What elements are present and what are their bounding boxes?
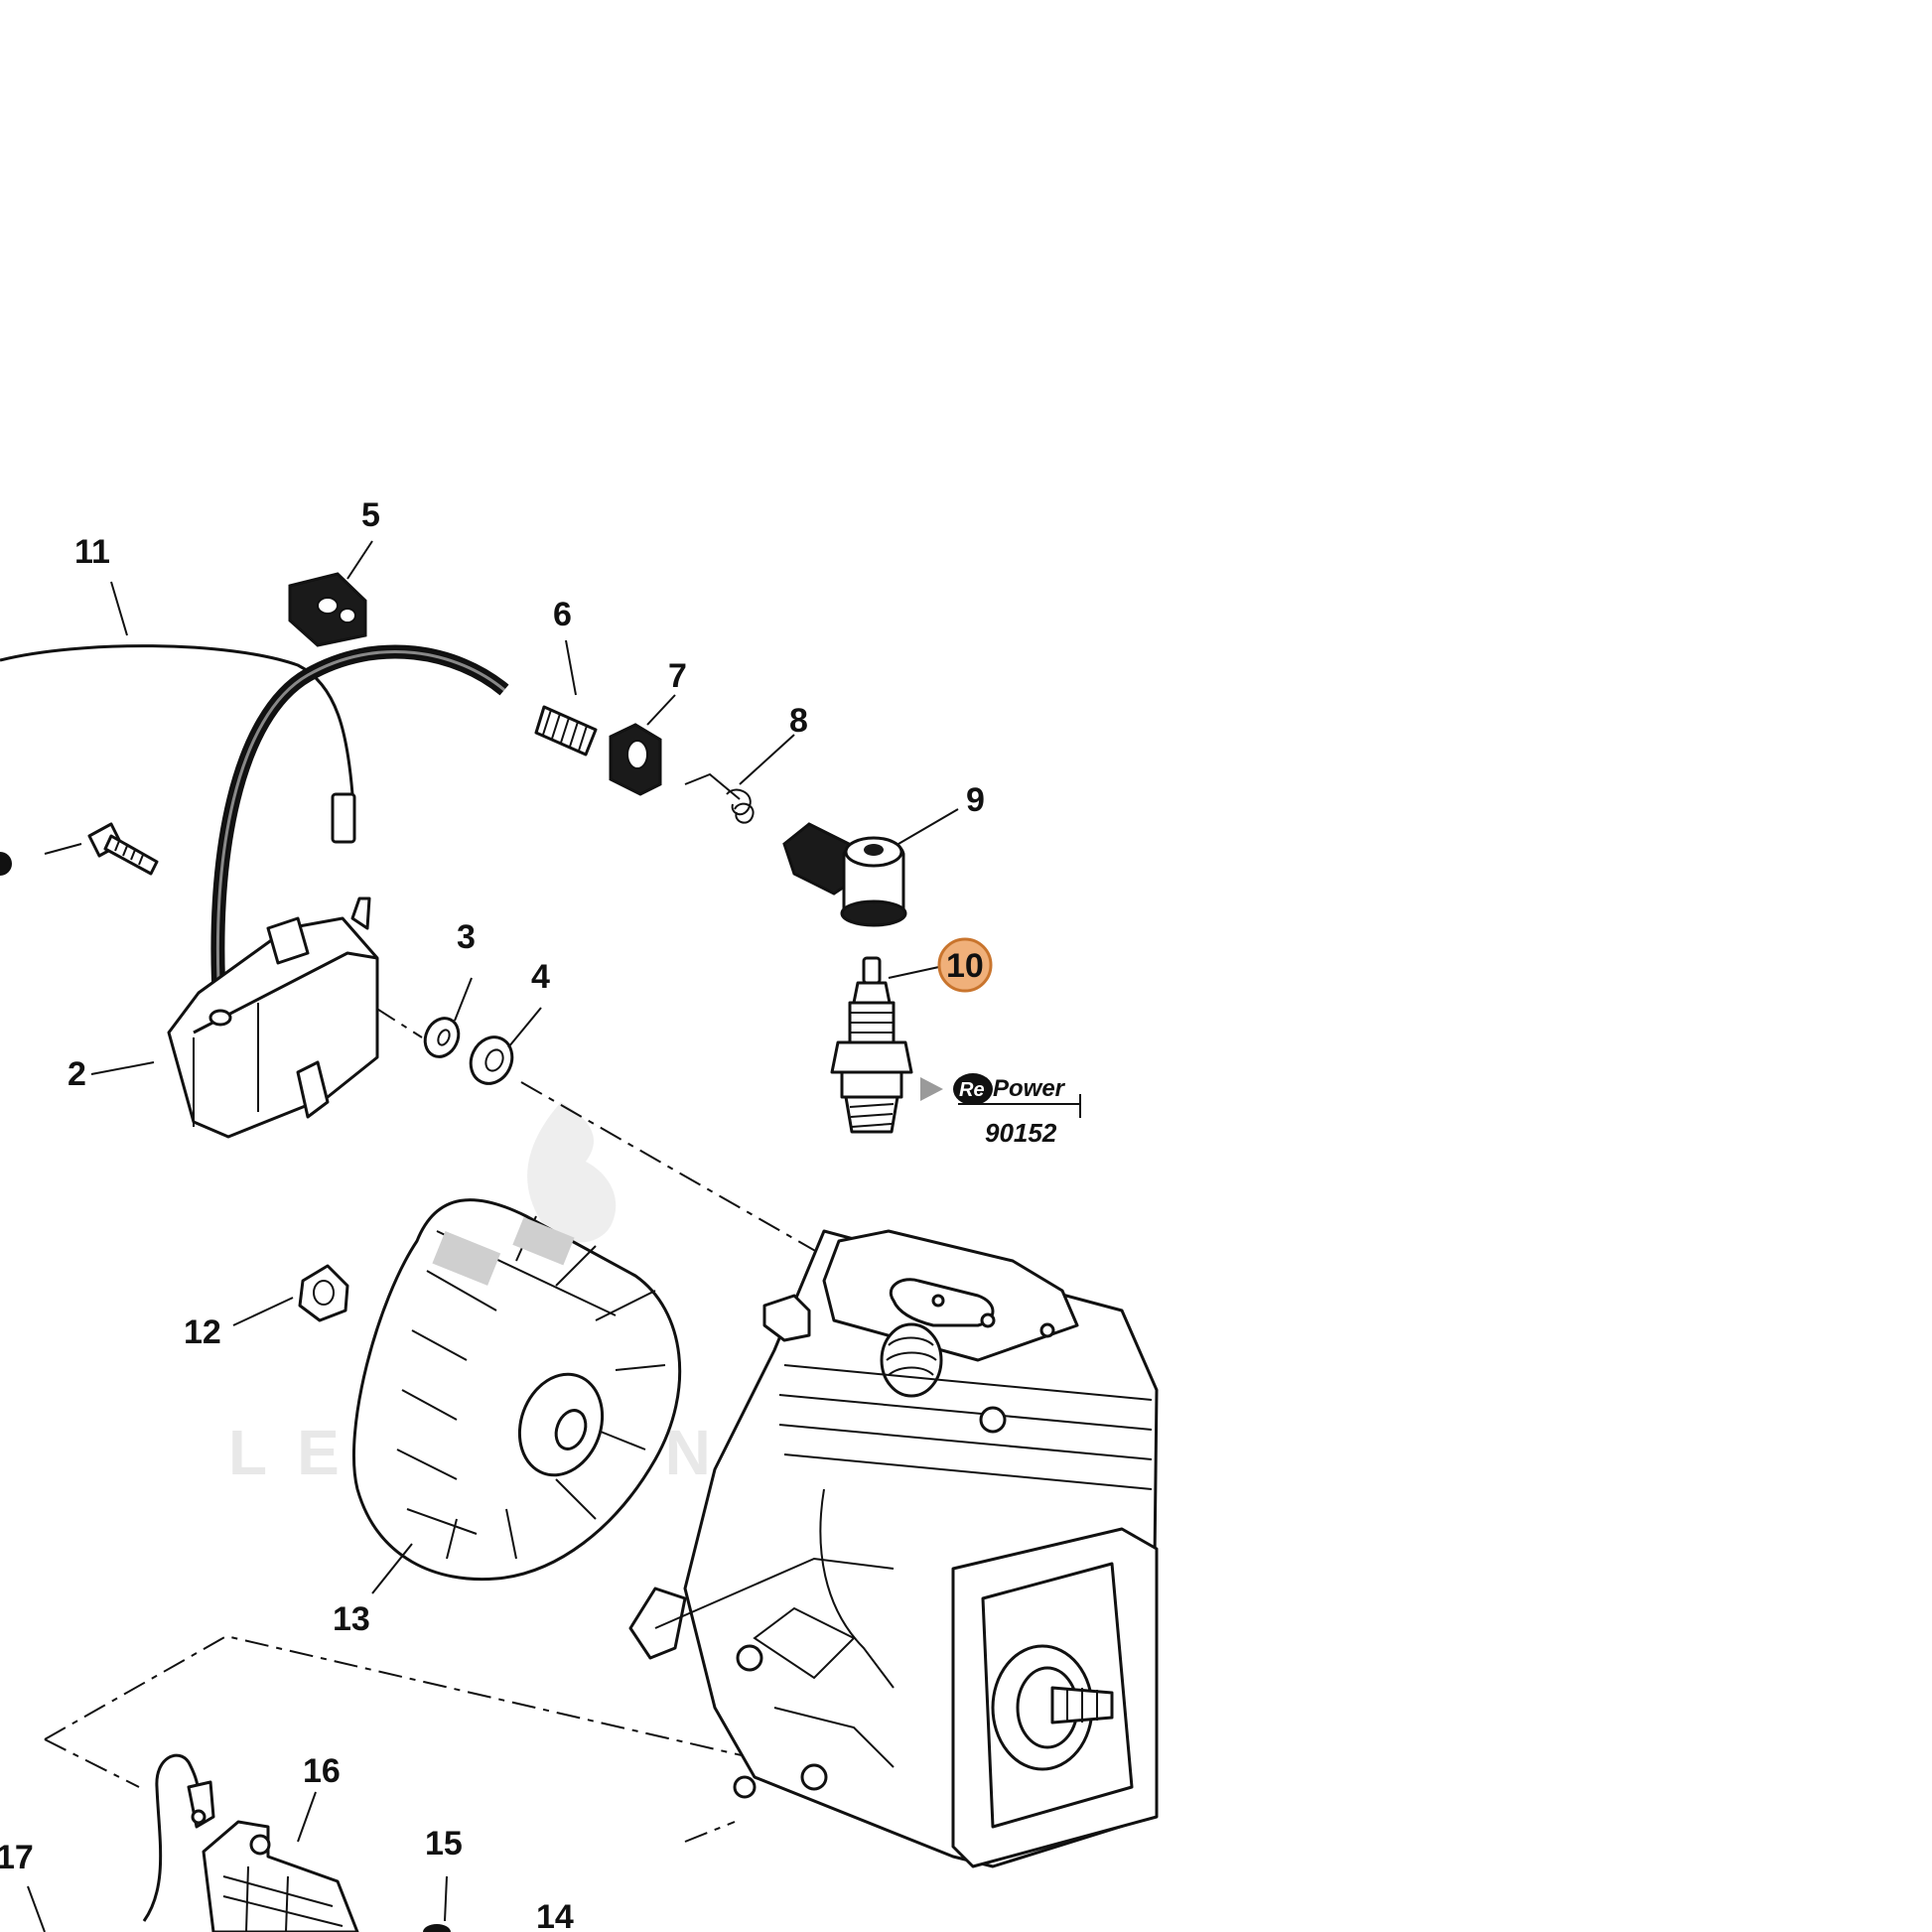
repower-logo-word: Power	[993, 1075, 1066, 1102]
repower-logo-re: Re	[959, 1079, 985, 1101]
callout-9[interactable]: 9	[966, 781, 985, 819]
part-9-spark-plug-cap[interactable]	[782, 822, 907, 927]
watermark-flame-icon	[527, 1102, 617, 1243]
screw[interactable]	[0, 822, 159, 876]
callout-13[interactable]: 13	[333, 1600, 370, 1638]
part-10-spark-plug[interactable]	[830, 956, 913, 1134]
part-12-nut[interactable]	[298, 1264, 349, 1322]
repower-logo-badge	[953, 1073, 993, 1105]
callout-8[interactable]: 8	[789, 702, 808, 740]
part-2-ignition-coil[interactable]	[167, 897, 379, 1139]
part-7-boot[interactable]	[609, 723, 662, 796]
callout-5[interactable]: 5	[361, 496, 380, 534]
part-17-wire[interactable]	[142, 1753, 215, 1922]
part-5-grommet[interactable]	[288, 572, 367, 647]
callout-10-highlight	[937, 937, 993, 993]
callout-11[interactable]: 11	[74, 533, 110, 571]
callout-17[interactable]: 17	[0, 1839, 34, 1876]
part-4-washer[interactable]	[464, 1031, 520, 1090]
callout-3[interactable]: 3	[457, 918, 476, 956]
leader-lines	[27, 540, 959, 1932]
callout-12[interactable]: 12	[184, 1313, 221, 1351]
engine-assembly	[628, 1229, 1159, 1868]
callout-10[interactable]: 10	[946, 947, 984, 985]
callout-15[interactable]: 15	[425, 1825, 463, 1863]
callout-7[interactable]: 7	[668, 657, 687, 695]
part-11-wire[interactable]	[0, 644, 356, 844]
wire-terminal	[331, 792, 356, 844]
clipped-part	[0, 852, 12, 876]
callout-16[interactable]: 16	[303, 1752, 341, 1790]
ht-lead[interactable]	[210, 644, 509, 1019]
callout-2[interactable]: 2	[68, 1055, 86, 1093]
part-8-spring-clip[interactable]	[684, 772, 755, 824]
callout-4[interactable]: 4	[531, 958, 550, 996]
play-arrow-icon	[920, 1077, 943, 1101]
part-3-washer[interactable]	[419, 1013, 465, 1062]
callout-14[interactable]: 14	[536, 1898, 574, 1932]
callout-6[interactable]: 6	[553, 596, 572, 633]
callouts: 11 5 6 7 8 9 10 3 4 2 12 13 16 15 14 17	[0, 496, 985, 1932]
part-15-bolt[interactable]	[423, 1924, 451, 1932]
part-6-spring[interactable]	[534, 705, 598, 757]
part-16-cover[interactable]	[202, 1820, 359, 1932]
part-number: 90152	[985, 1118, 1057, 1148]
assembly-lines	[44, 957, 880, 1843]
part-13-flywheel[interactable]	[351, 1198, 682, 1582]
repower-brand: Re Power 90152	[920, 1073, 1081, 1148]
